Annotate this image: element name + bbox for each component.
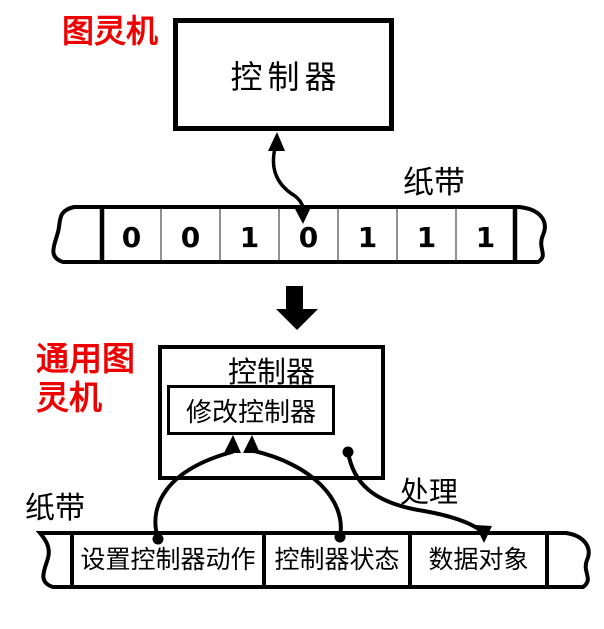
tm-controller-label: 控制器 [230,57,342,96]
process-arrow [346,450,485,535]
tm-controller-box: 控制器 [173,18,394,131]
arrowhead-up-icon [243,435,260,453]
turing-machine-label: 图灵机 [62,12,159,50]
utm-label-line1: 通用图 [36,339,135,378]
tape-cell: 设置控制器动作 [80,545,256,574]
arrowhead-down-icon [294,207,311,224]
tape-cell: 1 [475,221,496,254]
arrowhead-up-icon [224,435,241,453]
modify-controller-label: 修改控制器 [185,397,316,428]
tm-tape-outline [51,205,547,264]
utm-label-line2: 灵机 [36,378,102,417]
tm-tape-cell-dividers [160,209,457,260]
process-label: 处理 [400,475,459,509]
utm-controller-box [158,345,385,480]
utm-tape-label: 纸带 [25,491,85,526]
tape-cell: 0 [298,221,319,254]
tm-tape-label: 纸带 [403,165,465,201]
transform-down-arrow-icon [276,286,318,330]
modify-controller-box: 修改控制器 [167,385,335,435]
arrowhead-down-icon [475,525,492,543]
read-write-head-arrow [271,140,306,216]
tape-cell: 0 [121,221,142,254]
arrowhead-up-icon [268,132,285,151]
universal-turing-machine-label: 通用图 灵机 [36,339,135,417]
state-to-modifier-arrow [252,449,343,539]
tape-cell: 0 [180,221,201,254]
action-to-modifier-arrow [153,450,234,541]
utm-controller-label: 控制器 [227,355,315,389]
tape-cell: 数据对象 [428,545,529,574]
tape-cell: 控制器状态 [274,545,400,574]
utm-tape-cell-dividers [70,533,549,587]
utm-tape-outline [35,531,591,589]
tape-cell: 1 [416,221,437,254]
tape-cell: 1 [357,221,378,254]
tape-cell: 1 [239,221,260,254]
